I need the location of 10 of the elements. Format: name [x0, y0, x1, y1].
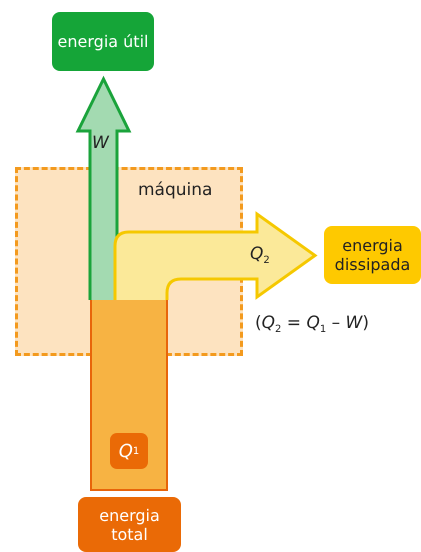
input-column	[90, 300, 168, 491]
edge-label: W	[92, 133, 109, 153]
flow-arrow	[114, 212, 316, 302]
flow-arrow	[76, 76, 132, 302]
equation-note: (Q$_{2}$ = Q$_{1}$ – W)	[255, 313, 369, 335]
edge-label: Q$_{2}$	[250, 244, 270, 266]
output-box: energia útil	[52, 12, 154, 71]
input-box: energia total	[78, 497, 181, 552]
region-label: máquina	[138, 180, 212, 200]
output-box: energia dissipada	[324, 226, 421, 284]
